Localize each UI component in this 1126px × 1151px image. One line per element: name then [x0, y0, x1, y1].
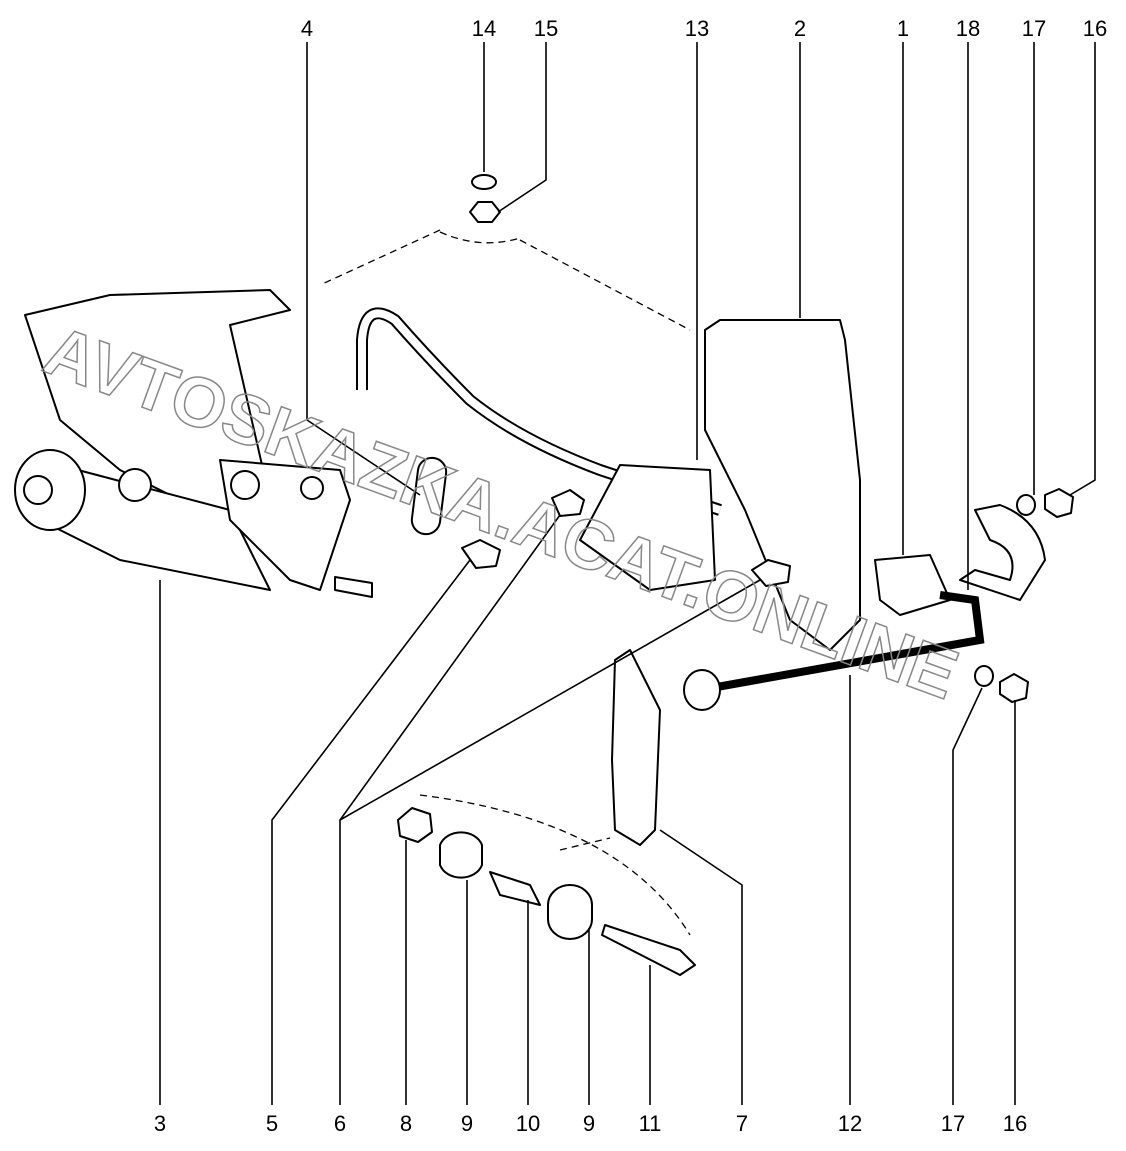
- label-9-b: 9: [583, 1111, 595, 1136]
- part-3-bolt: [334, 576, 373, 598]
- label-6: 6: [334, 1111, 346, 1136]
- assembly-arc: [439, 231, 521, 244]
- part-14-washer: [471, 174, 497, 190]
- label-5: 5: [266, 1111, 278, 1136]
- part-18-clamp: [959, 504, 1046, 601]
- part-17-washer-bottom: [974, 665, 994, 687]
- part-12-rod-eye: [683, 669, 721, 711]
- label-15: 15: [534, 16, 558, 41]
- stabilizer-bar-inner: [358, 309, 722, 514]
- part-4-link: [410, 456, 448, 536]
- part-5-bolt: [461, 539, 501, 569]
- part-8-nut: [397, 807, 433, 843]
- part-17-washer-top: [1016, 494, 1036, 516]
- label-4: 4: [301, 16, 313, 41]
- part-16-nut-top: [1044, 488, 1074, 518]
- label-11: 11: [639, 1111, 662, 1136]
- label-3: 3: [154, 1111, 166, 1136]
- bottom-labels: 3 5 6 8 9 10 9 11 7 12 17 16: [154, 1111, 1027, 1136]
- label-2: 2: [794, 16, 806, 41]
- label-14: 14: [472, 16, 496, 41]
- label-16-top: 16: [1083, 16, 1107, 41]
- label-16-bottom: 16: [1003, 1111, 1027, 1136]
- label-8: 8: [400, 1111, 412, 1136]
- part-9-bushing-a: [439, 831, 483, 879]
- part-9-bushing-b: [547, 884, 593, 940]
- part-10-sleeve: [489, 871, 541, 906]
- part-6-bolt: [551, 489, 585, 517]
- label-7: 7: [736, 1111, 748, 1136]
- assembly-arrow-7: [559, 837, 611, 851]
- part-2-bracket: [704, 319, 861, 651]
- part-16-nut-bottom: [999, 673, 1029, 703]
- part-12-link-rod: [699, 591, 985, 694]
- label-10: 10: [516, 1111, 540, 1136]
- top-labels: 4 14 15 13 2 1 18 17 16: [301, 16, 1107, 41]
- label-12: 12: [838, 1111, 862, 1136]
- part-13-bracket: [579, 464, 716, 591]
- part-3-boss: [118, 468, 152, 502]
- part-1-bushing: [874, 554, 951, 616]
- assembly-arc-bottom: [419, 794, 691, 936]
- label-17-top: 17: [1022, 16, 1046, 41]
- label-13: 13: [685, 16, 709, 41]
- label-1: 1: [897, 16, 909, 41]
- label-18: 18: [956, 16, 980, 41]
- assembly-arrow-left: [319, 229, 441, 286]
- part-3-nut: [23, 475, 53, 505]
- part-3-pivot: [230, 470, 260, 500]
- part-11-bolt: [601, 924, 696, 976]
- label-9-a: 9: [461, 1111, 473, 1136]
- assembly-arrow-right: [519, 239, 691, 331]
- part-3-pivot2: [300, 476, 324, 500]
- leader-lines: [159, 42, 1096, 1105]
- part-15-nut: [469, 201, 501, 223]
- part-12-bolt: [751, 559, 791, 587]
- part-7-plate: [611, 649, 661, 846]
- label-17-bottom: 17: [941, 1111, 965, 1136]
